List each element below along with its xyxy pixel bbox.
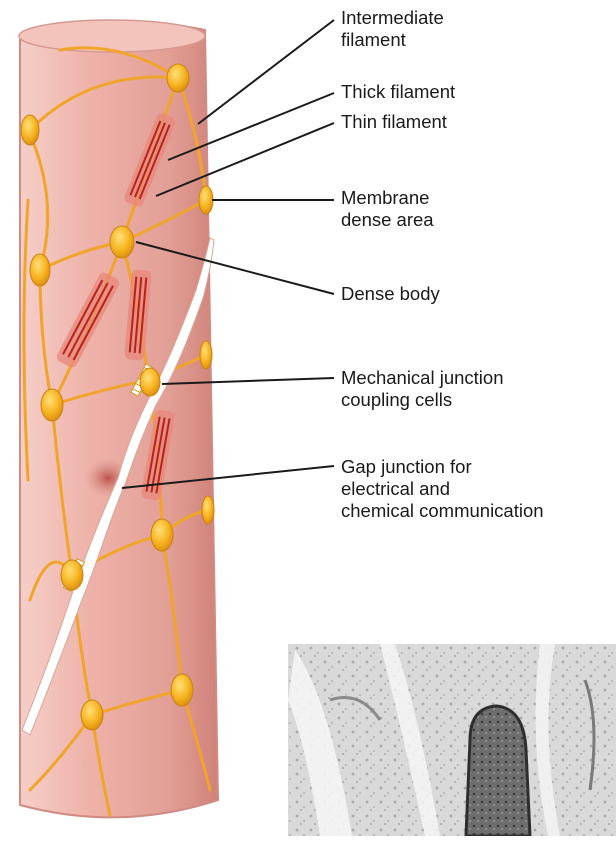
label-intermediate-filament: Intermediate filament [341,7,444,51]
leader-intermediate-filament [198,20,334,124]
label-gap-junction: Gap junction for electrical and chemical… [341,456,544,522]
label-dense-body: Dense body [341,283,440,305]
label-membrane-dense-area: Membrane dense area [341,187,434,231]
label-thick-filament: Thick filament [341,81,455,103]
electron-micrograph-image [288,644,616,836]
label-thin-filament: Thin filament [341,111,447,133]
label-mechanical-junction: Mechanical junction coupling cells [341,367,503,411]
